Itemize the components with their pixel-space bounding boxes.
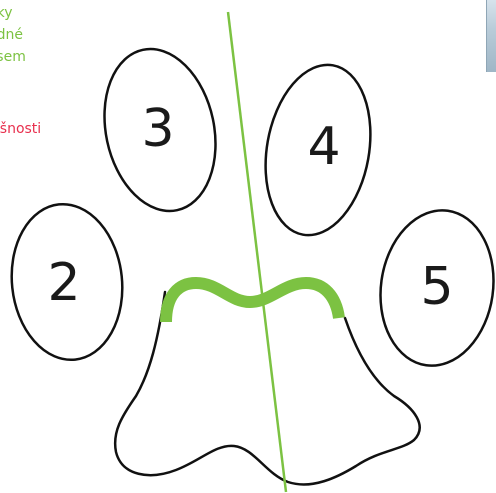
legend-green-text: aky odné ysem <box>0 2 26 68</box>
legend-green-line-1: aky <box>0 5 13 21</box>
toe-pad-5: 5 <box>379 209 495 367</box>
toe-pad-2: 2 <box>10 202 124 362</box>
pad-number-2: 2 <box>47 253 80 313</box>
pad-number-3: 3 <box>141 99 174 159</box>
pad-number-5: 5 <box>420 257 453 317</box>
pad-number-4: 4 <box>307 117 340 177</box>
legend-red-text: lišnosti <box>0 118 41 140</box>
legend-green-line-2: odné <box>0 27 23 43</box>
main-pad-top-highlight <box>160 276 345 323</box>
toe-pad-3-outline <box>103 47 217 213</box>
toe-pad-3: 3 <box>103 47 217 213</box>
symmetry-axis-line <box>226 11 288 493</box>
legend-green-line-3: ysem <box>0 49 26 65</box>
legend-red-line-1: lišnosti <box>0 121 42 137</box>
image-thumbnail-edge <box>486 0 496 72</box>
toe-pad-5-outline <box>379 209 495 367</box>
main-pad-outline <box>113 290 421 486</box>
toe-pad-2-outline <box>10 202 124 362</box>
toe-pad-4-outline <box>264 63 372 237</box>
toe-pad-4: 4 <box>264 63 372 237</box>
